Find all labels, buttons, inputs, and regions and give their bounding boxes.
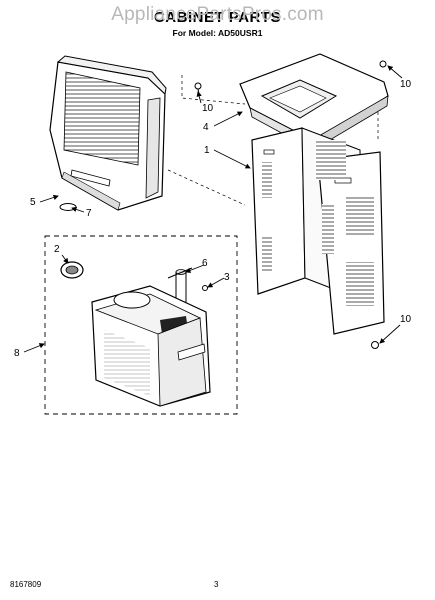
- screw-part: [371, 341, 379, 349]
- bucket-assembly-border: [44, 235, 238, 415]
- callout-number: 10: [202, 103, 214, 114]
- screw-part: [194, 82, 202, 95]
- callout-leaders: [23, 65, 403, 353]
- model-subtitle: For Model: AD50USR1: [172, 28, 263, 38]
- callout-number: 5: [30, 197, 36, 208]
- callout-number: 8: [14, 348, 20, 359]
- page-title: CABINET PARTS: [153, 9, 282, 26]
- callout-number: 2: [54, 244, 60, 255]
- callout-number: 7: [86, 208, 92, 219]
- callout-number: 10: [400, 314, 412, 325]
- top-cover-part: [239, 53, 389, 151]
- reference-dashed-lines: [167, 75, 379, 206]
- callout-number: 3: [224, 272, 230, 283]
- cabinet-wrapper-part: [251, 127, 385, 335]
- callout-labels: 10 4 1 10 5 7 2 6 3 10 8: [14, 79, 412, 359]
- screw-part: [379, 60, 387, 68]
- water-bucket-part: [91, 285, 211, 407]
- watermark-text: AppliancePartsPros.com: [111, 4, 324, 25]
- callout-number: 6: [202, 258, 208, 269]
- front-grille-panel: [49, 55, 167, 211]
- callout-number: 10: [400, 79, 412, 90]
- callout-number: 4: [203, 122, 209, 133]
- part-code-footer: 8167809: [10, 580, 42, 589]
- foot-part: [59, 203, 77, 211]
- screw-part: [202, 285, 208, 291]
- page-number: 3: [214, 580, 219, 589]
- float-seal-part: [60, 261, 84, 279]
- callout-number: 1: [204, 145, 210, 156]
